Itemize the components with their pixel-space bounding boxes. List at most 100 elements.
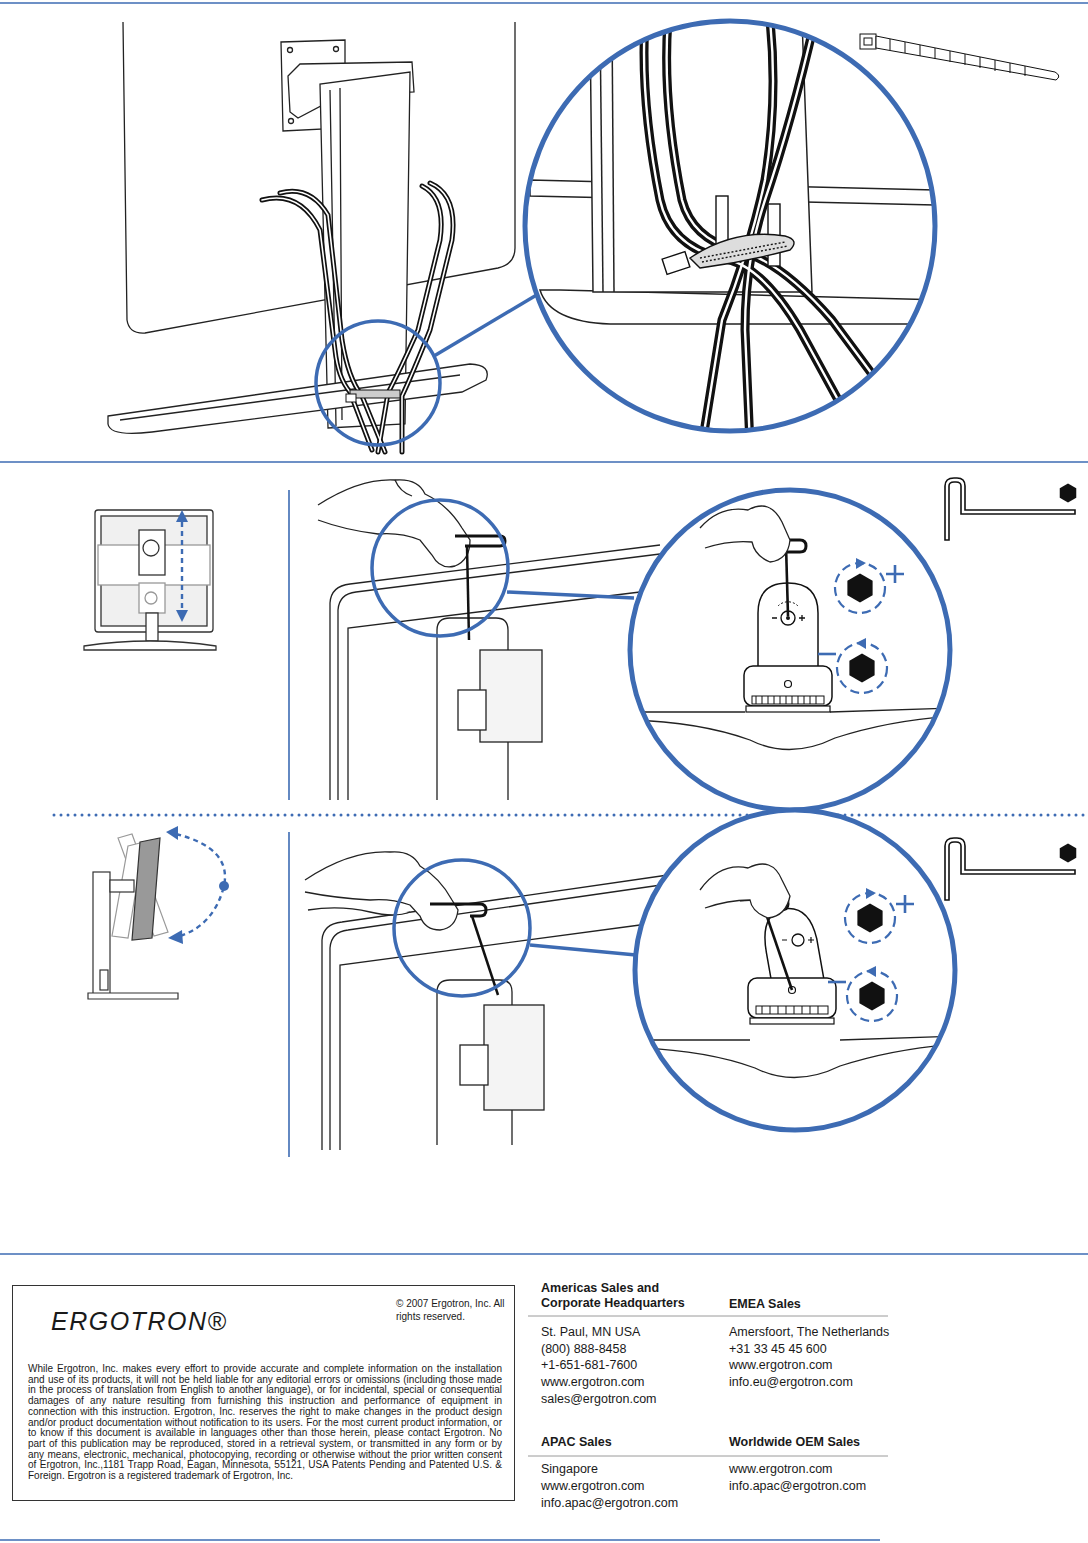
monitor-top bbox=[330, 545, 660, 800]
zoom-detail bbox=[625, 800, 965, 1140]
contact-text: www.ergotron.com bbox=[729, 1358, 833, 1373]
direction-arrow bbox=[166, 826, 178, 840]
stand bbox=[484, 1005, 544, 1110]
monitor-rear bbox=[334, 47, 339, 52]
contact-text: sales@ergotron.com bbox=[541, 1392, 657, 1407]
tilt-icon bbox=[88, 993, 178, 999]
zoom-detail bbox=[620, 480, 960, 820]
contact-text: info.eu@ergotron.com bbox=[729, 1375, 853, 1390]
contact-text: info.apac@ergotron.com bbox=[541, 1496, 678, 1511]
zoom-detail bbox=[756, 1006, 828, 1014]
section-heading: Americas Sales and Corporate Headquarter… bbox=[541, 1281, 706, 1311]
zoom-detail bbox=[792, 934, 804, 946]
monitor-top bbox=[338, 554, 660, 800]
zoom-detail bbox=[700, 864, 790, 918]
contact-text: +31 33 45 45 600 bbox=[729, 1342, 827, 1357]
zoom-detail bbox=[644, 20, 895, 445]
zoom-detail bbox=[748, 978, 836, 1018]
cable-tie bbox=[860, 34, 1059, 80]
stand bbox=[458, 690, 486, 730]
monitor-top bbox=[330, 884, 668, 1150]
monitor-top bbox=[330, 545, 660, 800]
zoom-detail bbox=[782, 937, 814, 943]
rule-line bbox=[0, 3, 1088, 1540]
rotate-loosen-icon bbox=[828, 966, 897, 1021]
cable-tie bbox=[890, 39, 1025, 76]
zoom-detail bbox=[520, 15, 940, 445]
zoom-detail bbox=[540, 290, 940, 324]
height-icon bbox=[143, 540, 159, 556]
rule-line bbox=[0, 1253, 1088, 1255]
hand bbox=[395, 480, 412, 496]
dotted-rule bbox=[54, 814, 1088, 817]
tilt-icon bbox=[110, 880, 134, 892]
monitor-top bbox=[348, 592, 640, 800]
hex-key bbox=[472, 916, 498, 995]
zoom-circle bbox=[630, 490, 950, 810]
zoom-detail bbox=[762, 1006, 818, 1014]
direction-arrow bbox=[176, 510, 188, 522]
zoom-detail bbox=[750, 1018, 834, 1024]
zoom-detail bbox=[662, 196, 794, 274]
zoom-circle bbox=[394, 860, 530, 996]
contact-text: St. Paul, MN USA bbox=[541, 1325, 640, 1340]
direction-arrow bbox=[166, 826, 229, 944]
zoom-detail bbox=[635, 1036, 960, 1078]
zoom-circle bbox=[525, 21, 935, 431]
rule-line bbox=[0, 1539, 880, 1541]
monitor-rear bbox=[108, 364, 487, 433]
tilt-icon bbox=[100, 970, 108, 990]
cable-tie bbox=[346, 390, 400, 402]
hand bbox=[318, 480, 470, 567]
section-heading: APAC Sales bbox=[541, 1435, 612, 1450]
section-heading: Worldwide OEM Sales bbox=[729, 1435, 860, 1450]
table-rule bbox=[528, 1316, 888, 1317]
cable-tie bbox=[346, 394, 356, 402]
hex-key bbox=[467, 546, 469, 640]
logo-text: ERGOTRON® bbox=[51, 1306, 221, 1336]
contact-text: info.apac@ergotron.com bbox=[729, 1479, 866, 1494]
zoom-line bbox=[434, 290, 545, 356]
zoom-detail bbox=[745, 20, 815, 445]
contact-text: www.ergotron.com bbox=[729, 1462, 833, 1477]
contact-text: +1-651-681-7600 bbox=[541, 1358, 637, 1373]
direction-arrow bbox=[176, 510, 188, 622]
contact-text: www.ergotron.com bbox=[541, 1479, 645, 1494]
zoom-detail bbox=[748, 904, 836, 1024]
tilt-icon bbox=[88, 834, 178, 999]
zoom-detail bbox=[662, 252, 690, 275]
rule-line bbox=[288, 832, 290, 1157]
cable bbox=[262, 183, 453, 452]
height-icon bbox=[139, 583, 165, 613]
zoom-detail bbox=[700, 506, 790, 562]
section-heading: EMEA Sales bbox=[729, 1297, 801, 1312]
height-icon bbox=[146, 613, 158, 641]
contact-text: www.ergotron.com bbox=[541, 1375, 645, 1390]
rule-line bbox=[0, 461, 1088, 463]
hand bbox=[305, 852, 458, 930]
stand bbox=[460, 1045, 488, 1085]
stand bbox=[437, 618, 542, 800]
monitor-top bbox=[322, 875, 668, 1150]
zoom-line bbox=[530, 945, 636, 955]
zoom-detail bbox=[625, 800, 965, 1140]
contact-text: Amersfoort, The Netherlands bbox=[729, 1325, 889, 1340]
zoom-detail bbox=[667, 20, 895, 405]
rotate-tighten-icon bbox=[845, 888, 914, 943]
zoom-detail bbox=[702, 20, 773, 445]
cable bbox=[262, 183, 453, 452]
cable-tie bbox=[350, 390, 400, 398]
monitor-rear bbox=[123, 22, 515, 333]
cable-tie bbox=[876, 36, 1059, 80]
table-rule bbox=[528, 1456, 888, 1457]
stand bbox=[480, 650, 542, 742]
monitor-top bbox=[340, 925, 640, 1150]
direction-arrow bbox=[181, 522, 183, 610]
tilt-icon bbox=[93, 872, 110, 994]
disclaimer-text: While Ergotron, Inc. makes every effort … bbox=[28, 1364, 502, 1482]
zoom-detail bbox=[745, 20, 815, 445]
hex-key bbox=[430, 904, 498, 995]
disclaimer-box: ERGOTRON®© 2007 Ergotron, Inc. All right… bbox=[12, 1285, 515, 1501]
zoom-detail bbox=[600, 20, 603, 292]
rotate-loosen-icon bbox=[818, 638, 887, 693]
